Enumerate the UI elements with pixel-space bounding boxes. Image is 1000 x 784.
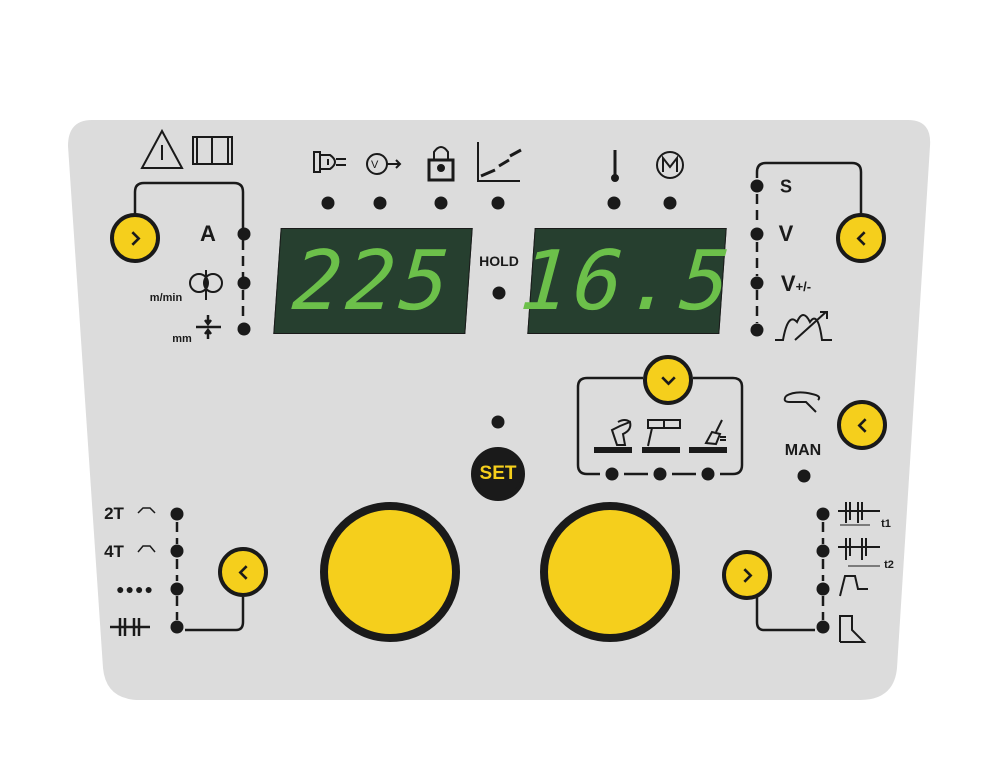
right-encoder-knob[interactable] <box>540 502 680 642</box>
thermometer-icon <box>611 150 619 182</box>
function-select-button[interactable] <box>722 550 772 600</box>
led-set <box>491 415 505 429</box>
thickness-unit: mm <box>172 333 192 345</box>
mig-torch-icon <box>594 419 632 453</box>
two-t-label: 2T <box>104 504 124 523</box>
hold-label: HOLD <box>479 253 519 269</box>
led-4t <box>170 544 184 558</box>
process-select-button[interactable] <box>643 355 693 405</box>
led-tig <box>653 467 667 481</box>
trigger-mode-button[interactable] <box>218 547 268 597</box>
amps-label: A <box>200 221 216 246</box>
led-plug <box>321 196 335 210</box>
plug-icon <box>313 151 346 173</box>
lock-icon <box>427 146 455 182</box>
led-volts-correction <box>750 276 764 290</box>
t2-label: t2 <box>884 559 894 571</box>
seconds-label: S <box>779 176 793 197</box>
led-mma <box>701 467 715 481</box>
left-display: 225 <box>273 228 473 334</box>
led-hot-start <box>816 582 830 596</box>
led-amps <box>237 227 251 241</box>
led-thickness <box>237 322 251 336</box>
svg-text:V: V <box>371 159 379 171</box>
volts-label: V <box>778 221 794 246</box>
chevron-left-icon <box>855 230 866 246</box>
man-label: MAN <box>784 442 822 459</box>
hand-icon <box>783 391 821 413</box>
volts-correction-sub: +/- <box>795 279 812 294</box>
motor-icon <box>656 151 684 179</box>
led-arc-dynamics <box>750 323 764 337</box>
led-repeat <box>170 582 184 596</box>
led-hold <box>492 286 506 300</box>
led-crater <box>816 620 830 634</box>
tig-icon <box>642 419 681 453</box>
left-param-select-button[interactable] <box>110 213 160 263</box>
led-spot <box>170 620 184 634</box>
thickness-icon <box>196 315 221 339</box>
arc-dynamics-icon <box>775 311 832 341</box>
mma-electrode-icon <box>689 419 727 453</box>
wire-speed-unit: m/min <box>149 292 183 304</box>
volts-correction-main: V <box>780 271 796 296</box>
t1-label: t1 <box>881 518 891 530</box>
crater-icon <box>839 615 867 643</box>
two-t-curve-icon <box>137 507 156 514</box>
spot-t2-icon <box>838 538 880 567</box>
right-display: 16.5 <box>517 228 737 334</box>
led-slope <box>491 196 505 210</box>
led-volts <box>750 227 764 241</box>
led-seconds <box>750 179 764 193</box>
spot-t1-icon <box>838 502 880 526</box>
volts-correction-label: V+/- <box>781 271 811 297</box>
man-select-button[interactable] <box>837 400 887 450</box>
led-motor <box>663 196 677 210</box>
set-button[interactable]: SET <box>471 447 525 501</box>
spot-dots-label: ●●●● <box>116 581 154 597</box>
led-spot-t1 <box>816 507 830 521</box>
left-encoder-knob[interactable] <box>320 502 460 642</box>
chevron-right-icon <box>742 567 753 583</box>
led-voltage-reduction <box>373 196 387 210</box>
wire-spool-icon <box>189 270 223 300</box>
right-param-select-button[interactable] <box>836 213 886 263</box>
slope-icon <box>477 142 522 182</box>
chevron-left-icon <box>237 564 248 580</box>
voltage-reduction-icon: V <box>366 153 402 175</box>
led-man <box>797 469 811 483</box>
led-lock <box>434 196 448 210</box>
hot-start-icon <box>839 575 868 597</box>
warning-icon <box>140 128 184 169</box>
arc-spot-icon <box>110 618 150 636</box>
led-spot-t2 <box>816 544 830 558</box>
chevron-down-icon <box>660 375 676 386</box>
led-2t <box>170 507 184 521</box>
four-t-label: 4T <box>104 542 124 561</box>
led-mig <box>605 467 619 481</box>
led-wire-speed <box>237 276 251 290</box>
chevron-right-icon <box>130 230 141 246</box>
led-thermal <box>607 196 621 210</box>
chevron-left-icon <box>856 417 867 433</box>
four-t-curve-icon <box>137 545 156 553</box>
manual-icon <box>192 136 233 165</box>
